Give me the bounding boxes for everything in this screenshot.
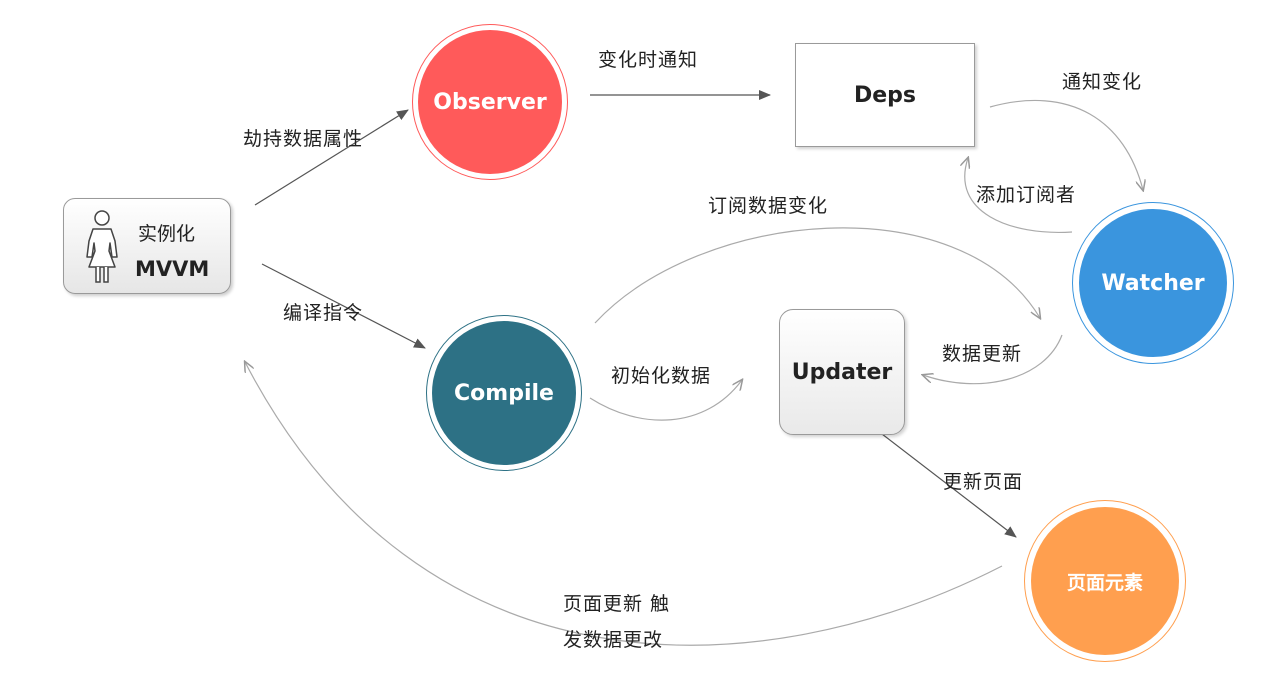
deps-label: Deps [853, 82, 917, 108]
edge-label-add-subscriber: 添加订阅者 [976, 184, 1077, 206]
updater-node: Updater [779, 309, 905, 435]
edge-compile-updater [589, 380, 742, 421]
watcher-ring [1072, 202, 1234, 364]
edge-label-update-page: 更新页面 [943, 471, 1024, 493]
page-element-label: 页面元素 [1066, 571, 1143, 594]
edge-mvvm-compile [261, 263, 426, 349]
edge-deps-watcher [989, 99, 1143, 190]
woman-icon [86, 210, 118, 283]
compile-node: Compile [432, 321, 576, 465]
watcher-label: Watcher [1101, 270, 1205, 296]
page-element-ring [1024, 500, 1186, 662]
page-element-node: 页面元素 [1031, 507, 1179, 655]
mvvm-label-line2: MVVM [135, 257, 210, 281]
compile-label: Compile [454, 380, 554, 406]
edge-page-mvvm [245, 362, 1003, 646]
edge-label-subscribe: 订阅数据变化 [708, 195, 829, 217]
edge-compile-watcher [594, 227, 1040, 324]
mvvm-label-line1: 实例化 [138, 223, 196, 245]
edge-label-feedback-line1: 页面更新 触 [563, 593, 671, 615]
edge-label-compile-directive: 编译指令 [283, 302, 364, 324]
edge-updater-page [881, 433, 1017, 538]
edge-label-notify-change: 变化时通知 [598, 49, 699, 71]
edge-label-feedback-line2: 发数据更改 [563, 629, 664, 651]
edge-label-hijack: 劫持数据属性 [243, 128, 364, 150]
watcher-node: Watcher [1079, 209, 1227, 357]
edge-label-data-update: 数据更新 [942, 343, 1023, 365]
updater-label: Updater [791, 359, 893, 385]
observer-ring [412, 24, 568, 180]
deps-node: Deps [795, 43, 975, 147]
edge-label-init-data: 初始化数据 [611, 365, 712, 387]
compile-ring [426, 315, 582, 471]
observer-label: Observer [433, 89, 547, 115]
edge-watcher-updater [923, 334, 1063, 385]
edge-label-notify: 通知变化 [1062, 71, 1143, 93]
edge-mvvm-observer [254, 109, 409, 206]
observer-node: Observer [418, 30, 562, 174]
edge-watcher-deps [965, 158, 1073, 234]
mvvm-node: 实例化 MVVM [63, 198, 231, 294]
